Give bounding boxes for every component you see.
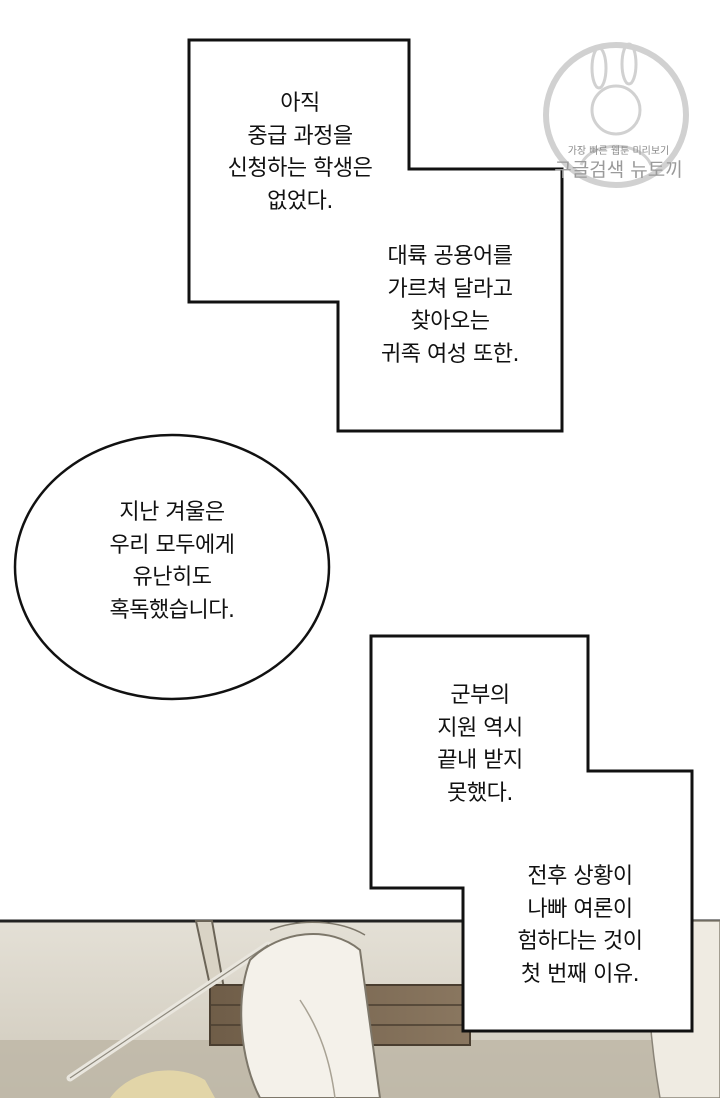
narration-box-upper xyxy=(187,38,564,433)
text-line: 못했다. xyxy=(447,780,513,806)
text-line: 우리 모두에게 xyxy=(109,532,235,558)
watermark-line1: 가장 빠른 웹툰 미리보기 xyxy=(567,146,670,157)
speech-bubble xyxy=(13,433,331,701)
text-line: 찾아오는 xyxy=(410,309,490,334)
text-line: 대륙 공용어를 xyxy=(387,244,513,269)
text-line: 지난 겨울은 xyxy=(119,500,225,525)
narration-text-1: 아직 중급 과정을 신청하는 학생은 없었다. xyxy=(195,88,405,218)
narration-text-3: 군부의 지원 역시 끝내 받지 못했다. xyxy=(380,680,580,810)
watermark-logo xyxy=(543,42,689,188)
text-line: 아직 xyxy=(280,91,320,116)
text-line: 첫 번째 이유. xyxy=(520,961,640,987)
text-line: 신청하는 학생은 xyxy=(227,156,373,181)
text-line: 전후 상황이 xyxy=(527,864,633,889)
narration-text-4: 전후 상황이 나빠 여론이 험하다는 것이 첫 번째 이유. xyxy=(475,861,685,991)
text-line: 가르쳐 달라고 xyxy=(387,276,513,302)
text-line: 나빠 여론이 xyxy=(527,896,633,922)
figure-cloth xyxy=(240,933,382,1098)
text-line: 유난히도 xyxy=(132,565,212,590)
narration-box-lower xyxy=(369,634,694,1033)
text-line: 중급 과정을 xyxy=(247,123,353,149)
narration-text-2: 대륙 공용어를 가르쳐 달라고 찾아오는 귀족 여성 또한. xyxy=(345,241,555,371)
text-line: 없었다. xyxy=(267,188,333,214)
text-line: 혹독했습니다. xyxy=(109,597,235,623)
text-line: 험하다는 것이 xyxy=(517,929,643,954)
text-line: 귀족 여성 또한. xyxy=(381,341,519,367)
watermark-line2: 구글검색 뉴토끼 xyxy=(554,159,683,181)
text-line: 끝내 받지 xyxy=(437,748,523,773)
text-line: 군부의 xyxy=(450,683,510,708)
text-line: 지원 역시 xyxy=(437,715,523,741)
speech-text: 지난 겨울은 우리 모두에게 유난히도 혹독했습니다. xyxy=(47,497,297,627)
